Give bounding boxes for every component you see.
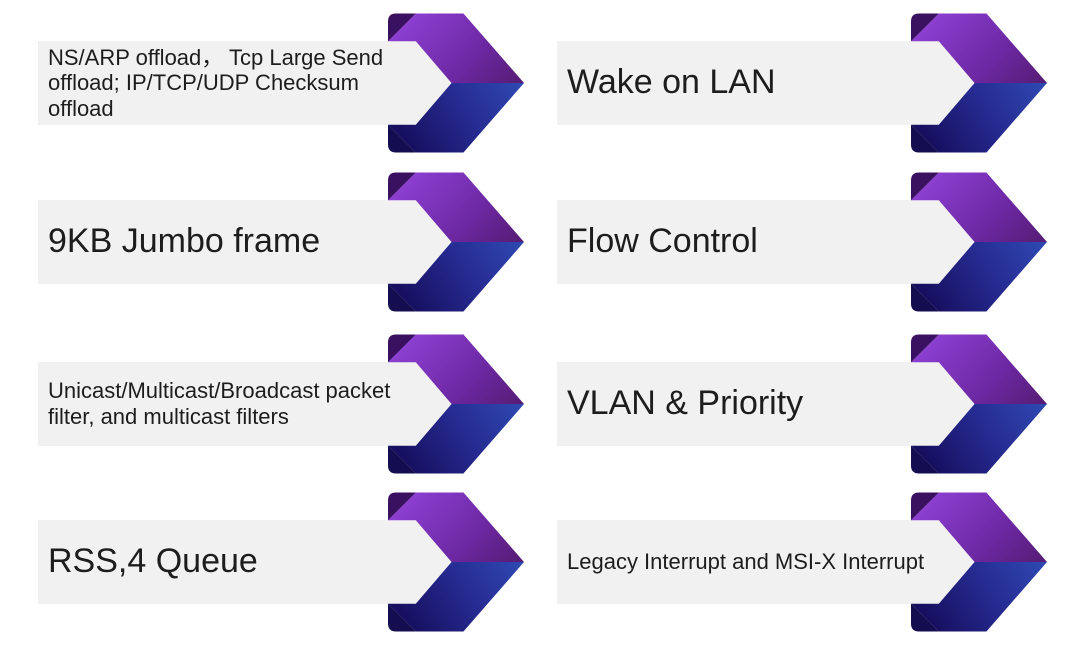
feature-label-bar: 9KB Jumbo frame — [38, 200, 416, 284]
feature-label-bar: Flow Control — [557, 200, 940, 284]
feature-label: RSS,4 Queue — [48, 542, 258, 581]
feature-item: NS/ARP offload， Tcp Large Send offload; … — [38, 13, 525, 153]
chevron-arrow-icon — [388, 334, 525, 474]
feature-item: Legacy Interrupt and MSI-X Interrupt — [557, 492, 1048, 632]
feature-label-bar: Wake on LAN — [557, 41, 940, 125]
feature-item: VLAN & Priority — [557, 334, 1048, 474]
feature-label: Legacy Interrupt and MSI-X Interrupt — [567, 549, 925, 575]
feature-label-bar: RSS,4 Queue — [38, 520, 416, 604]
feature-item: 9KB Jumbo frame — [38, 172, 525, 312]
feature-label: Unicast/Multicast/Broadcast packet filte… — [48, 378, 391, 429]
chevron-arrow-icon — [911, 492, 1048, 632]
feature-label-bar: Legacy Interrupt and MSI-X Interrupt — [557, 520, 940, 604]
chevron-arrow-icon — [911, 13, 1048, 153]
feature-item: RSS,4 Queue — [38, 492, 525, 632]
feature-label-bar: Unicast/Multicast/Broadcast packet filte… — [38, 362, 416, 446]
feature-label-bar: NS/ARP offload， Tcp Large Send offload; … — [38, 41, 416, 125]
chevron-arrow-icon — [911, 172, 1048, 312]
feature-label: Flow Control — [567, 222, 758, 261]
feature-item: Unicast/Multicast/Broadcast packet filte… — [38, 334, 525, 474]
chevron-arrow-icon — [388, 13, 525, 153]
feature-label-bar: VLAN & Priority — [557, 362, 940, 446]
chevron-arrow-icon — [388, 492, 525, 632]
feature-label: VLAN & Priority — [567, 384, 804, 423]
feature-label: Wake on LAN — [567, 63, 776, 102]
feature-label: NS/ARP offload， Tcp Large Send offload; … — [48, 44, 384, 121]
chevron-arrow-icon — [388, 172, 525, 312]
chevron-arrow-icon — [911, 334, 1048, 474]
feature-label: 9KB Jumbo frame — [48, 222, 321, 261]
feature-item: Wake on LAN — [557, 13, 1048, 153]
feature-item: Flow Control — [557, 172, 1048, 312]
